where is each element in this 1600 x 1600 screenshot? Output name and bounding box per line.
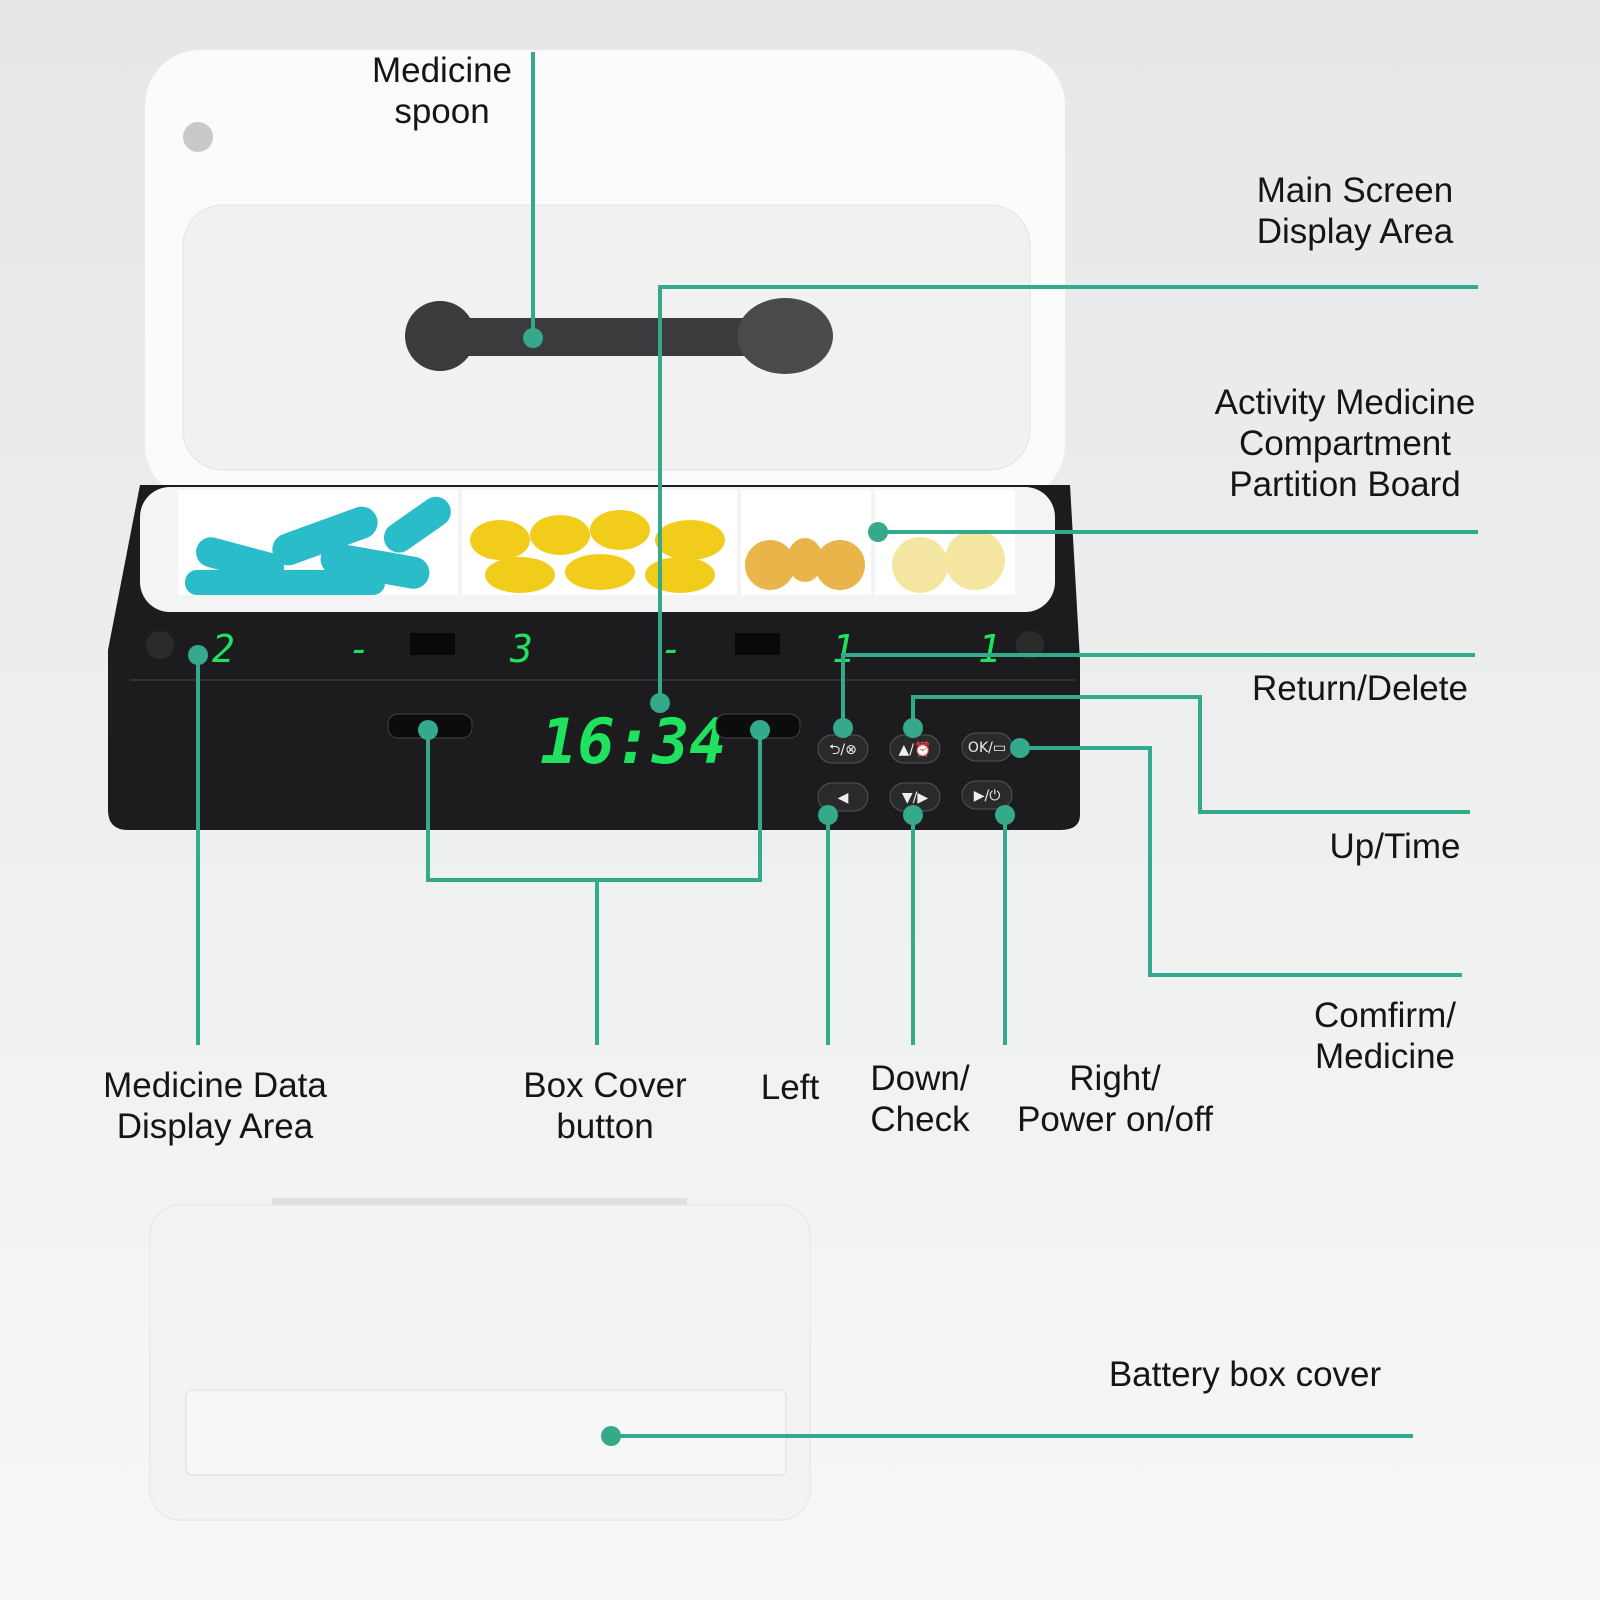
svg-text:OK/▭: OK/▭	[968, 740, 1006, 756]
label-medicine-data: Medicine Data Display Area	[103, 1066, 327, 1146]
svg-text:▼/▶: ▼/▶	[902, 790, 928, 806]
lid-dot	[183, 122, 213, 152]
compartments	[178, 490, 1015, 595]
label-confirm-medicine: Comfirm/ Medicine	[1314, 996, 1456, 1076]
label-activity-board: Activity Medicine Compartment Partition …	[1214, 383, 1476, 504]
label-box-cover: Box Cover button	[523, 1066, 687, 1146]
down-check-button[interactable]: ▼/▶	[889, 782, 941, 812]
right-power-button[interactable]: ▶/⏻	[961, 780, 1013, 810]
digit-5: 1	[832, 627, 855, 671]
blue-capsules	[185, 496, 451, 595]
label-right-power: Right/ Power on/off	[1017, 1059, 1213, 1139]
callout-lines	[196, 52, 1478, 1438]
lid	[145, 50, 1065, 500]
pill-box-body: 2 - 3 - 1 1 16:34 ⮌/⊗ ▲/⏰ OK/▭ ◀ ▼/▶ ▶/⏻	[108, 485, 1080, 830]
label-battery-cover: Battery box cover	[1108, 1355, 1382, 1394]
label-main-screen: Main Screen Display Area	[1256, 171, 1454, 251]
label-down-check: Down/ Check	[870, 1059, 970, 1139]
digit-2: -	[348, 627, 371, 671]
digit-3: 3	[509, 627, 533, 671]
label-left: Left	[760, 1068, 820, 1107]
label-return-delete: Return/Delete	[1252, 669, 1468, 708]
medicine-spoon	[405, 298, 833, 374]
control-buttons: ⮌/⊗ ▲/⏰ OK/▭ ◀ ▼/▶ ▶/⏻	[817, 732, 1013, 812]
main-time-display: 16:34	[540, 705, 727, 778]
digit-4: -	[660, 627, 683, 671]
svg-text:◀: ◀	[838, 790, 849, 806]
medicine-data-digits: 2 - 3 - 1 1	[212, 627, 1001, 671]
up-time-button[interactable]: ▲/⏰	[889, 734, 941, 764]
return-delete-button[interactable]: ⮌/⊗	[817, 734, 869, 764]
ok-confirm-button[interactable]: OK/▭	[961, 732, 1013, 762]
digit-6: 1	[978, 627, 1001, 671]
white-tablets	[892, 530, 1005, 593]
battery-box-cover	[149, 1198, 811, 1521]
yellow-tablets	[470, 510, 725, 593]
label-medicine-spoon: Medicine spoon	[371, 51, 513, 131]
softgels	[745, 538, 865, 590]
svg-text:⮌/⊗: ⮌/⊗	[829, 742, 857, 758]
svg-text:▲/⏰: ▲/⏰	[899, 740, 932, 758]
callout-dots	[188, 328, 1030, 1446]
label-up-time: Up/Time	[1329, 827, 1461, 866]
left-button[interactable]: ◀	[817, 782, 869, 812]
digit-1: 2	[212, 627, 235, 671]
svg-text:▶/⏻: ▶/⏻	[974, 788, 1001, 804]
